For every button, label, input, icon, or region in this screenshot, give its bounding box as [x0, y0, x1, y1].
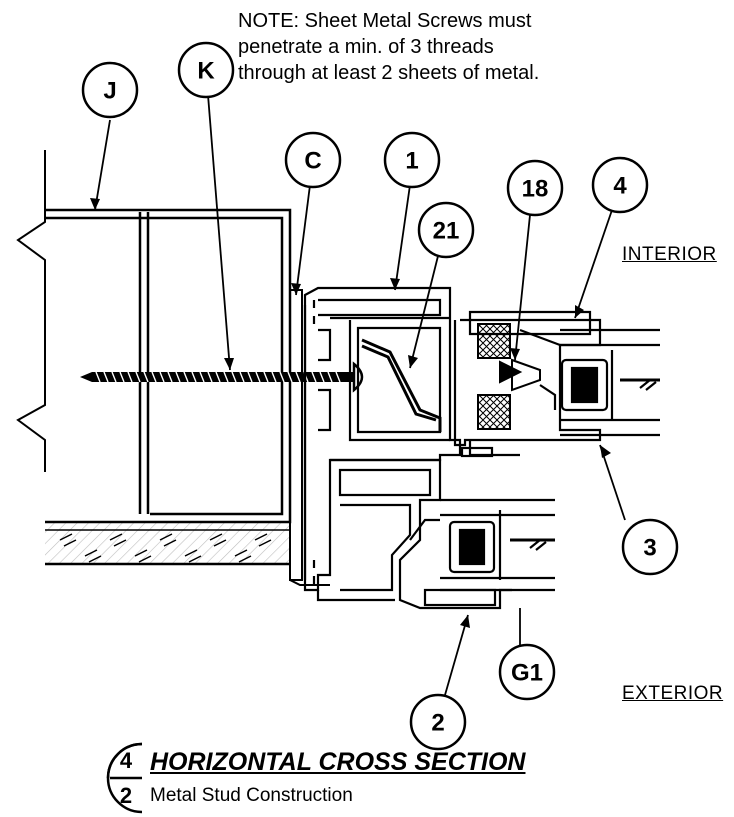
- callout-g1: G1: [511, 660, 543, 687]
- gasket-18: [477, 323, 541, 430]
- sheet-metal-screw-note: NOTE: Sheet Metal Screws must penetrate …: [238, 8, 539, 86]
- metal-stud-section: [45, 208, 292, 524]
- callout-leaders: [94, 94, 626, 696]
- note-line-1: NOTE: Sheet Metal Screws must: [238, 10, 532, 32]
- glazing-unit-lower: [440, 498, 555, 592]
- detail-marker: [106, 742, 143, 814]
- sash-profile: [453, 310, 602, 458]
- note-line-3: through at least 2 sheets of metal.: [238, 62, 540, 84]
- detail-number: 4: [119, 748, 133, 773]
- callout-c: C: [304, 148, 321, 175]
- callout-k: K: [197, 58, 215, 85]
- callout-circles: [81, 41, 679, 751]
- drawing-subtitle: Metal Stud Construction: [150, 785, 353, 806]
- interior-label: INTERIOR: [622, 244, 717, 265]
- steel-reinforcement: [361, 338, 442, 432]
- drawing-title: HORIZONTAL CROSS SECTION: [150, 748, 526, 776]
- sheet-metal-screw: [80, 361, 364, 393]
- wall-break-line: [16, 150, 46, 472]
- shim-c: [289, 289, 330, 586]
- note-line-2: penetrate a min. of 3 threads: [238, 36, 494, 58]
- exterior-label: EXTERIOR: [622, 683, 724, 704]
- callout-2: 2: [431, 710, 444, 737]
- callout-21: 21: [433, 218, 460, 245]
- callout-j: J: [103, 78, 116, 105]
- main-frame-profile: [303, 286, 462, 592]
- glazing-unit-upper: [560, 328, 660, 437]
- callout-4: 4: [613, 173, 627, 200]
- callout-arrowheads: [90, 198, 611, 628]
- sheet-number: 2: [119, 783, 133, 808]
- callout-3: 3: [643, 535, 656, 562]
- callout-1: 1: [405, 148, 418, 175]
- callout-18: 18: [522, 176, 549, 203]
- wall-sheathing: [45, 522, 290, 566]
